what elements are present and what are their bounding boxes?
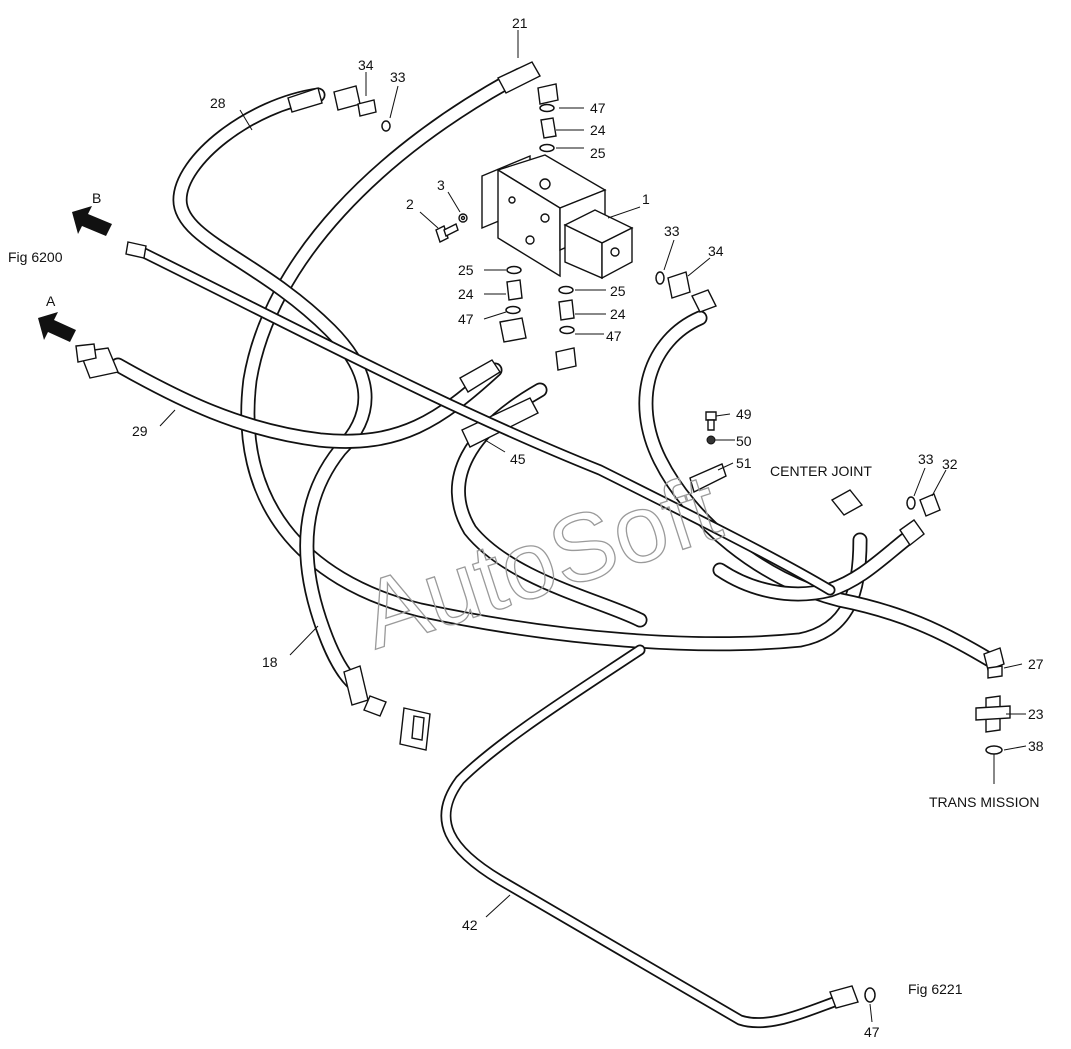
end-fitting-42 [829, 985, 859, 1009]
callout-47-bottom: 47 [864, 1024, 880, 1040]
fig-6221-reference: Fig 6221 [908, 981, 963, 997]
hose-18 [343, 665, 369, 706]
callout-45: 45 [510, 451, 526, 467]
callout-51: 51 [736, 455, 752, 471]
callout-24-left: 24 [458, 286, 474, 302]
callout-25-right: 25 [610, 283, 626, 299]
fitting-27 [983, 647, 1005, 679]
fitting-stack-right [555, 285, 577, 371]
center-joint-label: CENTER JOINT [770, 463, 872, 479]
fitting-34-left [333, 85, 391, 132]
trans-mission-label: TRANS MISSION [929, 794, 1039, 810]
clamp-assembly [689, 411, 727, 494]
callout-numbers: 21 34 33 28 47 24 25 3 1 2 33 34 25 25 2… [132, 15, 1044, 1040]
fitting-34-right [655, 271, 717, 313]
callout-47-top: 47 [590, 100, 606, 116]
callout-24-top: 24 [590, 122, 606, 138]
tee-fitting-18 [363, 695, 431, 751]
callout-49: 49 [736, 406, 752, 422]
fitting-stack-top [537, 83, 559, 153]
callout-1: 1 [642, 191, 650, 207]
callout-25-top: 25 [590, 145, 606, 161]
ring-47-bottom [864, 987, 876, 1003]
callout-38: 38 [1028, 738, 1044, 754]
fig-6200-reference: Fig 6200 [8, 249, 63, 265]
callout-47-left: 47 [458, 311, 474, 327]
callout-50: 50 [736, 433, 752, 449]
callout-24-right: 24 [610, 306, 626, 322]
ring-38 [985, 745, 1003, 784]
pipe-42 [440, 644, 851, 1029]
hose-21 [240, 61, 868, 652]
notes: B Fig 6200 A CENTER JOINT TRANS MISSION … [8, 190, 1039, 997]
fitting-23 [975, 695, 1011, 733]
callout-34-right: 34 [708, 243, 724, 259]
fitting-32 [906, 493, 941, 517]
washer-3 [458, 213, 468, 223]
arrow-b-label: B [92, 190, 101, 206]
callout-23: 23 [1028, 706, 1044, 722]
end-fitting-right [899, 519, 925, 547]
end-fitting-pipe-top [125, 241, 147, 259]
callout-18: 18 [262, 654, 278, 670]
bolt-2 [435, 223, 459, 243]
callout-29: 29 [132, 423, 148, 439]
callout-33-right: 33 [664, 223, 680, 239]
callout-21: 21 [512, 15, 528, 31]
callout-25-left: 25 [458, 262, 474, 278]
hose-28 [172, 87, 373, 690]
callout-47-right: 47 [606, 328, 622, 344]
callout-2: 2 [406, 196, 414, 212]
direction-arrow-a [38, 312, 76, 342]
callout-34-left: 34 [358, 57, 374, 73]
callout-42: 42 [462, 917, 478, 933]
callout-32: 32 [942, 456, 958, 472]
end-fitting-29 [75, 343, 119, 379]
hose-29 [110, 357, 503, 449]
callout-33-cj: 33 [918, 451, 934, 467]
fitting-stack-left [499, 265, 527, 343]
callout-33-left: 33 [390, 69, 406, 85]
direction-arrow-b [72, 206, 112, 236]
valve-block [481, 154, 634, 280]
callout-27: 27 [1028, 656, 1044, 672]
arrow-a-label: A [46, 293, 56, 309]
leader-lines [159, 30, 1027, 1023]
pipe-long [132, 244, 836, 596]
callout-28: 28 [210, 95, 226, 111]
hose-27 [638, 310, 998, 668]
callout-3: 3 [437, 177, 445, 193]
end-fitting-center-joint [830, 489, 864, 516]
